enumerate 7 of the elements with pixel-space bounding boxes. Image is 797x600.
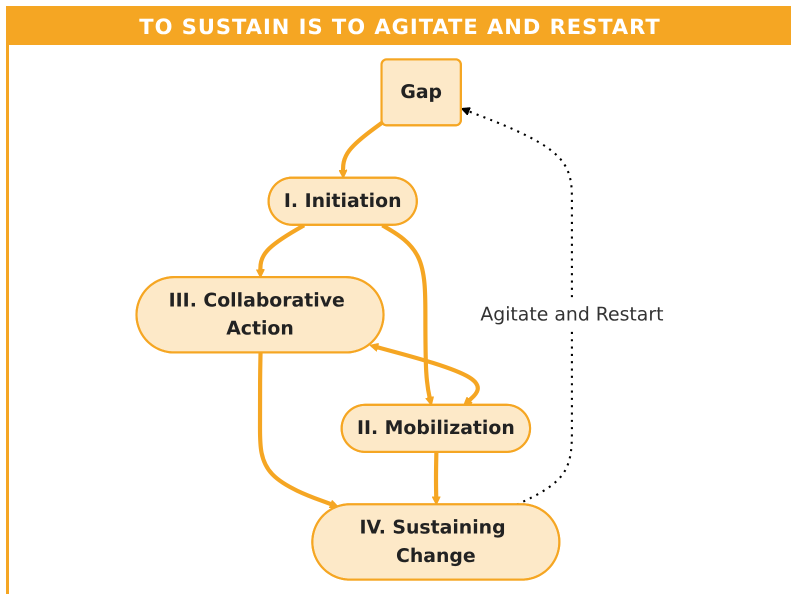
arrow [432,452,441,506]
title-banner: TO SUSTAIN IS TO AGITATE AND RESTART [9,9,791,45]
edge-label: Agitate and Restart [480,304,664,326]
arrow [258,352,339,508]
arrow [381,224,434,406]
arrow [338,120,384,179]
arrow [369,342,480,406]
